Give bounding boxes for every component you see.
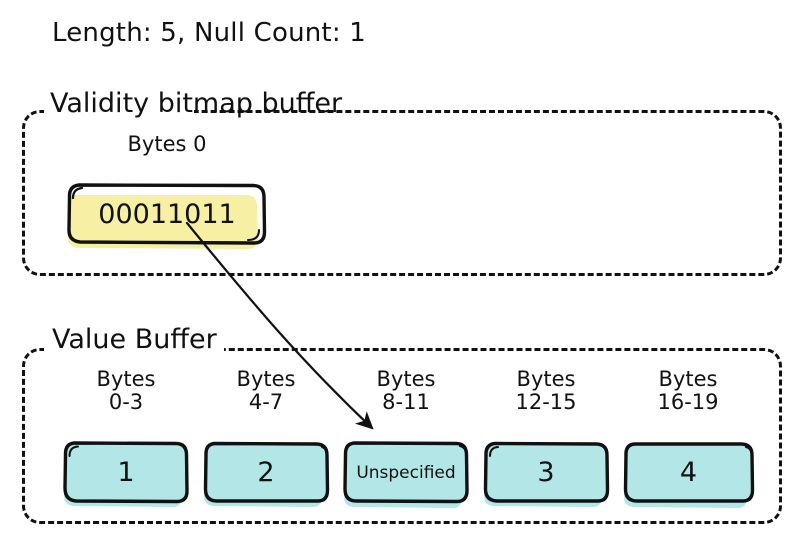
value-byte-caption-3: Bytes 12-15 bbox=[482, 368, 610, 413]
value-cell-0-shape bbox=[63, 441, 189, 507]
value-byte-caption-1: Bytes 4-7 bbox=[202, 368, 330, 413]
value-cell-1[interactable]: 2 bbox=[202, 440, 330, 507]
value-byte-caption-2: Bytes 8-11 bbox=[342, 368, 470, 413]
value-cell-3-value: 3 bbox=[537, 457, 555, 488]
validity-bitmap-buffer-container bbox=[22, 110, 782, 276]
caption-line-1: Bytes bbox=[658, 367, 718, 391]
value-byte-caption-0: Bytes 0-3 bbox=[62, 368, 190, 413]
value-cell-2-value: Unspecified bbox=[356, 462, 456, 483]
value-byte-caption-4: Bytes 16-19 bbox=[622, 368, 754, 413]
caption-line-1: Bytes bbox=[236, 367, 296, 391]
value-buffer-container bbox=[22, 348, 782, 524]
caption-line-2: 4-7 bbox=[248, 389, 284, 414]
page-title: Length: 5, Null Count: 1 bbox=[52, 18, 366, 48]
caption-line-2: 12-15 bbox=[515, 389, 577, 414]
caption-line-1: Bytes bbox=[376, 367, 436, 391]
caption-line-1: Bytes bbox=[516, 367, 576, 391]
value-cell-4-value: 4 bbox=[679, 457, 698, 488]
value-cell-1-shape bbox=[203, 441, 330, 507]
value-cell-3-shape bbox=[483, 441, 610, 507]
value-buffer-title: Value Buffer bbox=[52, 324, 217, 355]
validity-bitmap-value: 00011011 bbox=[98, 198, 236, 230]
value-cell-2-shape bbox=[343, 441, 469, 508]
value-cell-0-value: 1 bbox=[117, 457, 135, 488]
value-cell-1-value: 2 bbox=[257, 457, 275, 488]
validity-byte-caption: Bytes 0 bbox=[127, 132, 207, 156]
validity-title-backdrop bbox=[44, 96, 194, 126]
validity-buffer-title: Validity bitmap buffer bbox=[50, 88, 343, 119]
caption-line-2: 8-11 bbox=[382, 389, 430, 414]
value-cell-4-shape bbox=[623, 442, 755, 508]
value-cell-4[interactable]: 4 bbox=[622, 440, 755, 508]
validity-bitmap-cell[interactable]: 00011011 bbox=[66, 182, 268, 249]
caption-line-2: 0-3 bbox=[108, 389, 144, 414]
value-cell-2[interactable]: Unspecified bbox=[342, 440, 470, 508]
caption-line-1: Bytes bbox=[96, 367, 156, 391]
value-cell-0[interactable]: 1 bbox=[62, 440, 190, 507]
value-cell-3[interactable]: 3 bbox=[482, 440, 610, 507]
caption-line-2: 16-19 bbox=[657, 389, 719, 414]
